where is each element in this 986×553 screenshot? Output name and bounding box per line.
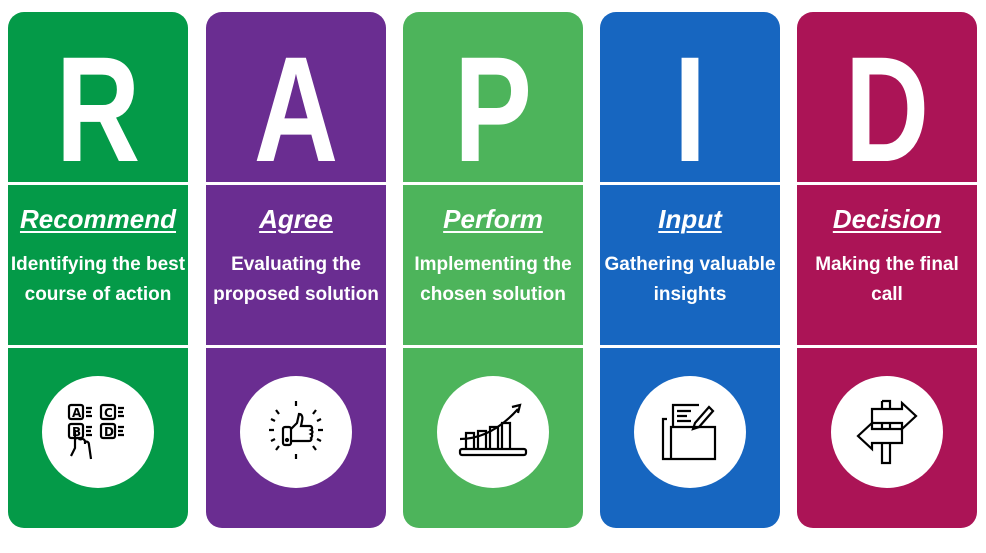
signpost-icon: [831, 376, 943, 488]
folder-document-icon: [634, 376, 746, 488]
letter: P: [453, 25, 533, 193]
column-description: Evaluating the proposed solution: [213, 254, 379, 305]
svg-text:C: C: [104, 406, 113, 420]
multiple-choice-icon: A C B D: [42, 376, 154, 488]
column-description: Making the final call: [815, 254, 959, 305]
divider: [206, 345, 386, 348]
svg-text:A: A: [72, 406, 82, 420]
column-agree: A Agree Evaluating the proposed solution: [206, 12, 386, 528]
divider: [797, 182, 977, 185]
column-perform: P Perform Implementing the chosen soluti…: [403, 12, 583, 528]
divider: [797, 345, 977, 348]
column-title: Input: [658, 204, 722, 234]
column-description: Gathering valuable insights: [604, 254, 776, 305]
divider: [403, 182, 583, 185]
divider: [8, 345, 188, 348]
letter: R: [55, 25, 141, 193]
divider: [8, 182, 188, 185]
svg-text:B: B: [72, 425, 81, 439]
divider: [206, 182, 386, 185]
column-title: Perform: [443, 204, 543, 234]
column-title: Decision: [832, 204, 942, 234]
letter: D: [844, 25, 930, 193]
growth-chart-icon: [437, 376, 549, 488]
column-title: Agree: [259, 204, 333, 234]
svg-text:D: D: [104, 425, 114, 439]
column-decision: D Decision Making the final call: [797, 12, 977, 528]
thumbs-up-icon: [240, 376, 352, 488]
column-title: Recommend: [19, 204, 177, 234]
divider: [403, 345, 583, 348]
letter: I: [673, 25, 707, 193]
column-input: I Input Gathering valuable insights: [600, 12, 780, 528]
column-description: Implementing the chosen solution: [414, 254, 572, 305]
column-description: Identifying the best course of action: [10, 254, 186, 305]
column-recommend: R Recommend Identifying the best course …: [8, 12, 188, 528]
letter: A: [253, 25, 339, 193]
divider: [600, 345, 780, 348]
divider: [600, 182, 780, 185]
